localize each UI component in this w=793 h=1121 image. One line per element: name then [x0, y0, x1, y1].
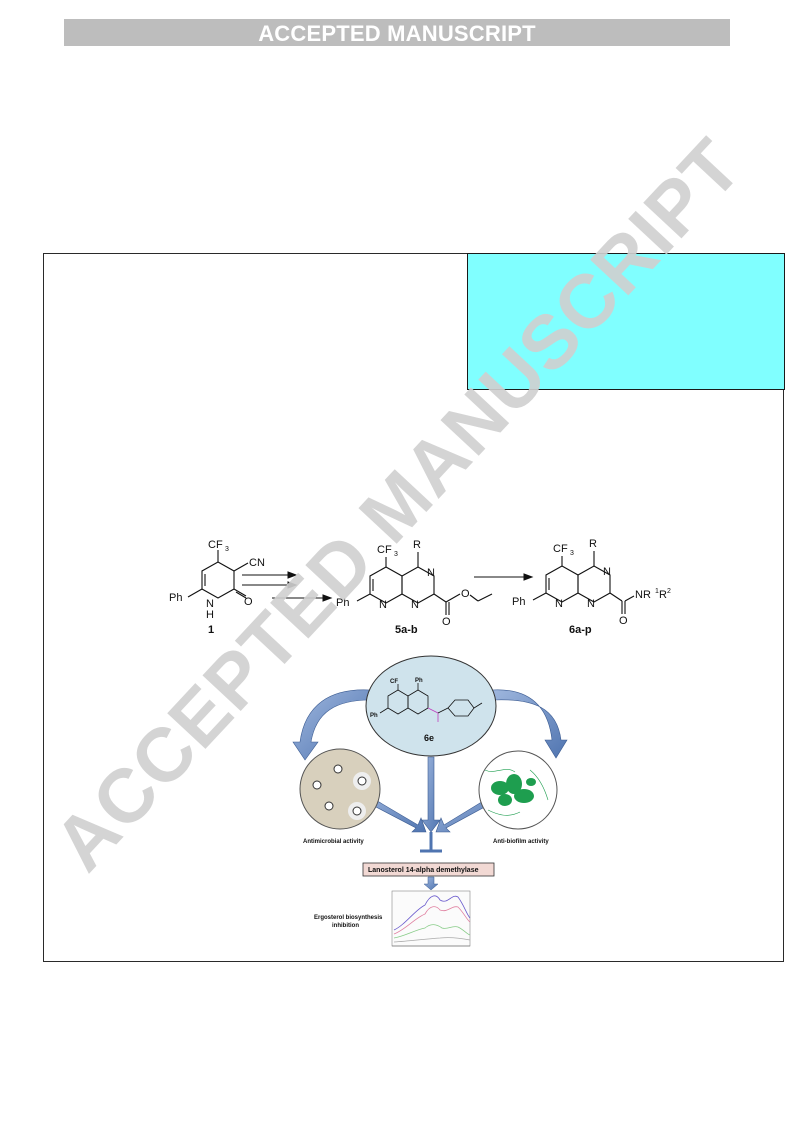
cf3-label-6e: CF: [390, 679, 398, 685]
right-curved-arrow: [491, 689, 568, 759]
cf3-label: CF: [208, 539, 223, 551]
accepted-manuscript-banner: ACCEPTED MANUSCRIPT: [64, 19, 730, 46]
enzyme-down-arrow: [423, 876, 439, 891]
ph-label-6e-top: Ph: [415, 678, 423, 684]
n-label-6b: N: [587, 598, 595, 610]
nh-label: N: [206, 598, 214, 610]
cyan-text-box: [467, 253, 785, 390]
ph-label-6e-left: Ph: [370, 713, 378, 719]
cf3-label-5: CF: [377, 544, 392, 556]
h-label: H: [206, 609, 214, 621]
compound-6e-ellipse: [365, 655, 497, 757]
n-label-6c: N: [603, 566, 611, 578]
amidation-arrow: [474, 573, 534, 581]
r1-superscript: 1: [655, 588, 659, 595]
cn-label: CN: [249, 557, 265, 569]
r2-superscript: 2: [667, 588, 671, 595]
n-label-6a: N: [555, 598, 563, 610]
cf3-subscript-5: 3: [394, 551, 398, 558]
n-label-5a: N: [379, 599, 387, 611]
ergosterol-label-line2: inhibition: [332, 923, 359, 929]
compound-1-structure: [187, 550, 249, 599]
ph-label-5: Ph: [336, 597, 349, 609]
petri-dish: [299, 748, 381, 830]
ph-label-6: Ph: [512, 596, 525, 608]
r2-label: R: [659, 589, 667, 601]
cf3-subscript: 3: [225, 546, 229, 553]
biofilm-clusters: [491, 774, 536, 806]
o-label: O: [244, 596, 253, 608]
n-label-5b: N: [411, 599, 419, 611]
compound-5-label: 5a-b: [395, 624, 418, 636]
o-label-6: O: [619, 615, 628, 627]
cf3-subscript-6: 3: [570, 550, 574, 557]
compound-6e-label: 6e: [424, 733, 434, 743]
enzyme-box: [362, 862, 495, 877]
o-label-5b: O: [461, 588, 470, 600]
compound-5-structure: [356, 552, 493, 615]
r-label-5: R: [413, 539, 421, 551]
compound-6e-structure: [379, 683, 483, 722]
ph-label: Ph: [169, 592, 182, 604]
o-label-5a: O: [442, 616, 451, 628]
nr-label: NR: [635, 589, 651, 601]
left-curved-arrow: [292, 689, 371, 761]
sterol-spectra-plot: [391, 890, 471, 947]
compound-1-label: 1: [208, 624, 214, 636]
n-label-5c: N: [427, 567, 435, 579]
r-label-6: R: [589, 538, 597, 550]
compound-6-structure: [532, 551, 635, 614]
antibiofilm-label: Anti-biofilm activity: [493, 839, 549, 845]
multi-step-arrows: [242, 571, 333, 602]
banner-text: ACCEPTED MANUSCRIPT: [258, 21, 536, 46]
enzyme-label: Lanosterol 14-alpha demethylase: [368, 867, 479, 874]
center-down-arrow: [421, 756, 441, 833]
graphical-abstract-frame: [43, 253, 784, 962]
antimicrobial-label: Antimicrobial activity: [303, 839, 364, 845]
cf3-label-6: CF: [553, 543, 568, 555]
ergosterol-label-line1: Ergosterol biosynthesis: [314, 915, 383, 921]
compound-6-label: 6a-p: [569, 624, 592, 636]
